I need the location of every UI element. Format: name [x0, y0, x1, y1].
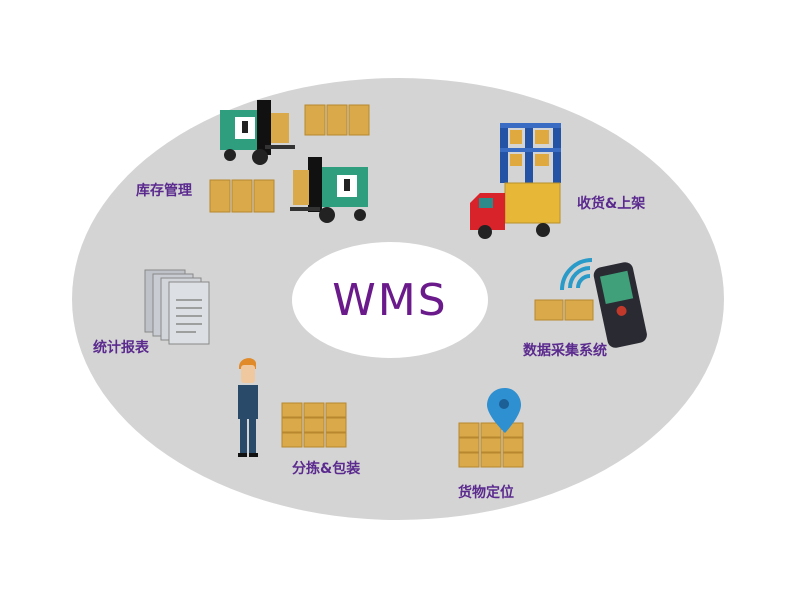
box-stack: [281, 402, 347, 448]
forklift-2: [290, 157, 368, 223]
person-icon: [238, 358, 258, 457]
truck-icon: [470, 123, 561, 239]
label-reports: 统计报表: [93, 340, 149, 356]
rack-icon: [500, 123, 561, 183]
wms-hub: WMS: [292, 242, 488, 358]
label-inventory: 库存管理: [136, 183, 192, 199]
worker-icon: [238, 358, 347, 457]
label-location: 货物定位: [458, 485, 514, 501]
wms-title: WMS: [332, 274, 448, 326]
label-data-collection: 数据采集系统: [523, 343, 607, 359]
box-row-2: [209, 179, 275, 213]
handheld-scanner-icon: [534, 258, 647, 348]
box-stack: [458, 422, 524, 468]
documents-icon: [144, 269, 210, 345]
wifi-signal-icon: [560, 258, 593, 291]
label-picking: 分拣&包装: [292, 461, 361, 477]
map-pin-icon: [458, 388, 524, 468]
forklift-icon: [209, 100, 370, 223]
forklift-1: [220, 100, 295, 165]
box-row-1: [304, 104, 370, 136]
label-receiving: 收货&上架: [577, 196, 646, 212]
